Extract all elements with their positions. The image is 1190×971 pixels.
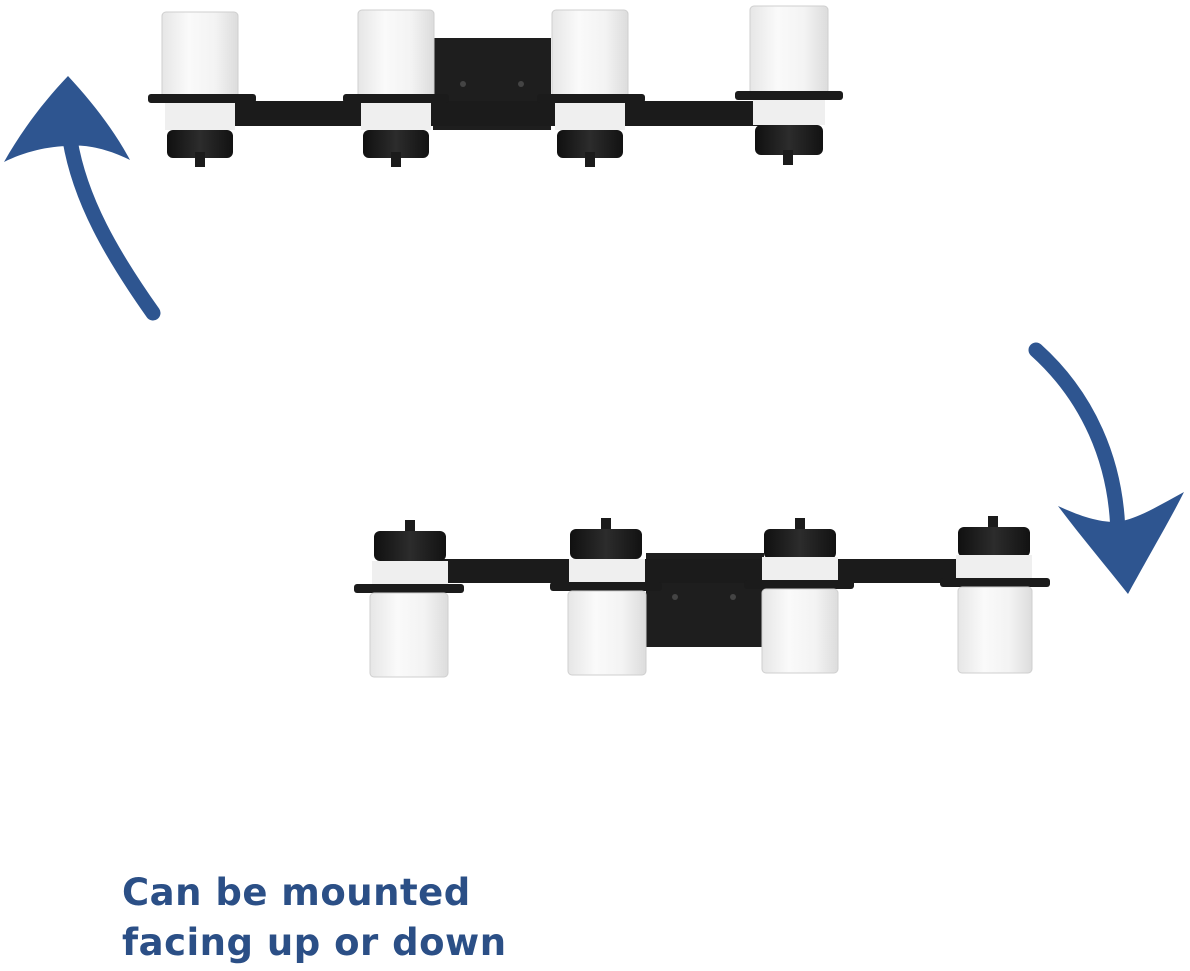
curved-arrow-up-shaft — [62, 132, 161, 321]
caption: Can be mounted facing up or down — [122, 868, 507, 968]
fixture-arm-bar — [410, 559, 1005, 583]
curved-arrow-up-head — [4, 76, 130, 162]
curved-arrow-down-shaft — [1028, 342, 1126, 548]
light-unit — [735, 5, 843, 165]
fixture-arm-bar — [200, 101, 800, 126]
light-unit — [940, 516, 1050, 674]
light-unit — [744, 518, 854, 674]
fixture-facing-down — [354, 516, 1050, 678]
light-unit — [550, 518, 662, 676]
caption-line-1: Can be mounted — [122, 871, 471, 914]
light-unit — [343, 9, 449, 167]
curved-arrow-down-head — [1058, 492, 1184, 594]
caption-line-2: facing up or down — [122, 921, 507, 964]
light-unit — [354, 520, 464, 678]
light-unit — [537, 9, 645, 167]
light-unit — [148, 11, 256, 167]
fixture-facing-up — [148, 5, 843, 167]
curved-arrow-up — [4, 76, 161, 321]
curved-arrow-down — [1028, 342, 1184, 594]
